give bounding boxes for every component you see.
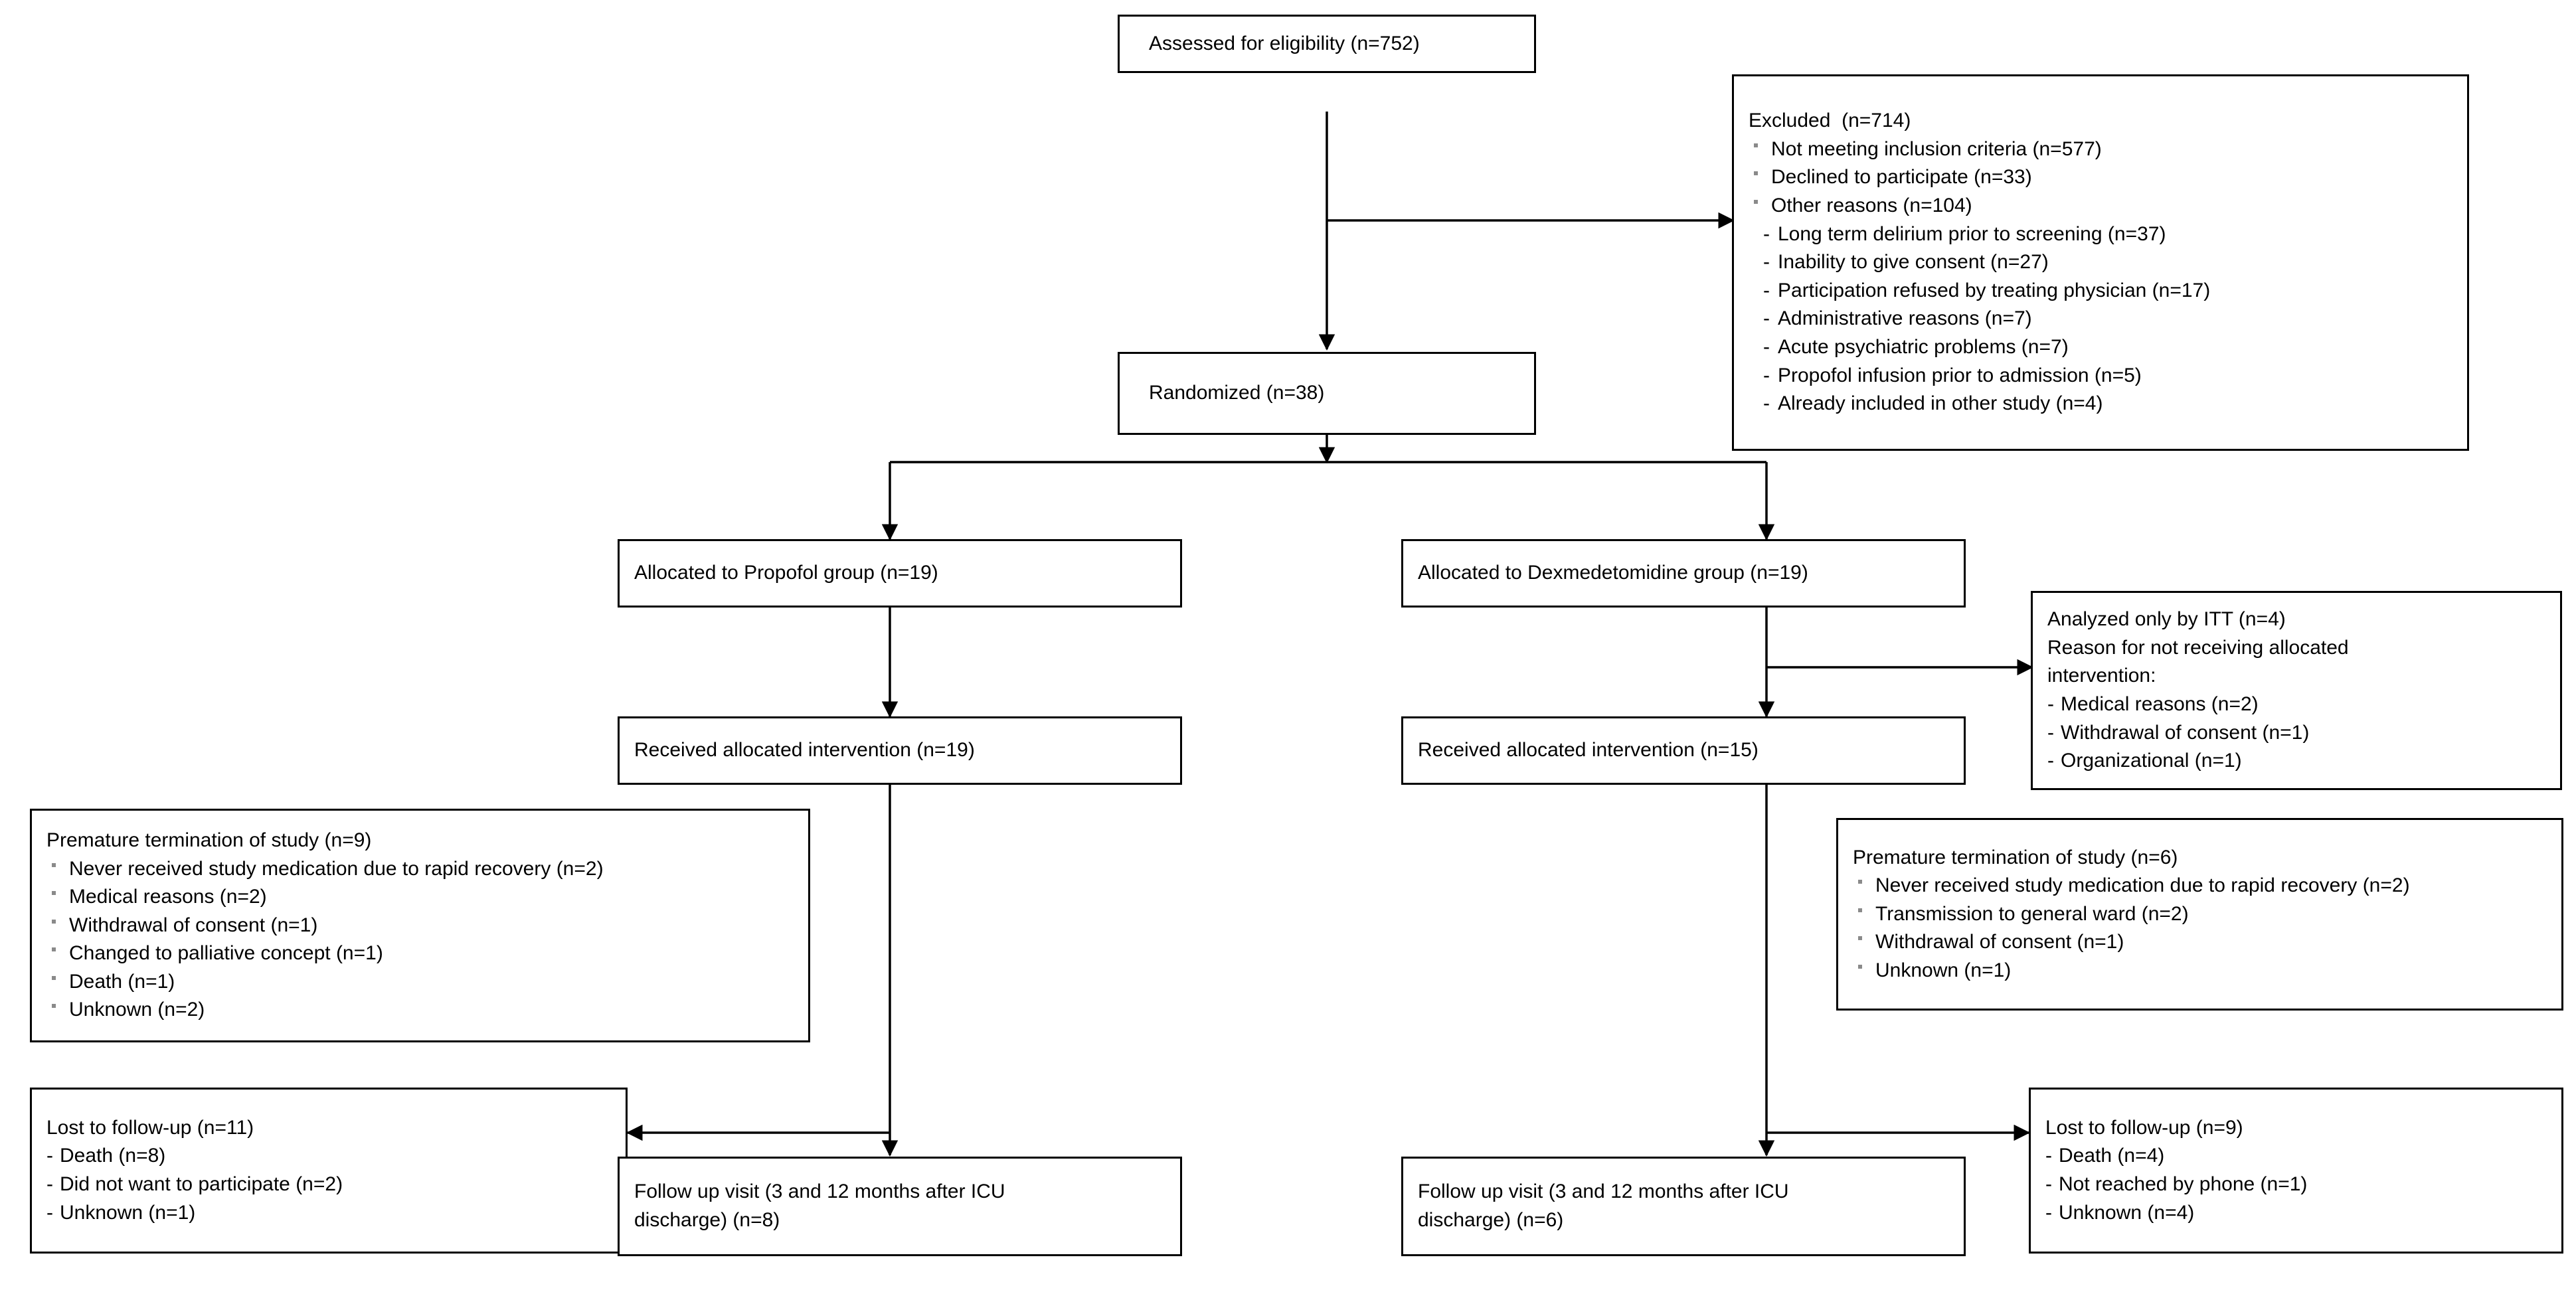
text-line: discharge) (n=6) — [1418, 1209, 1564, 1231]
node-randomized-title: Randomized (n=38) — [1149, 382, 1325, 404]
list-item: Organizational (n=1) — [2047, 747, 2545, 775]
node-premature-termination-propofol-title: Premature termination of study (n=9) — [46, 829, 372, 851]
list-item: Declined to participate (n=33) — [1749, 163, 2452, 192]
node-premature-termination-propofol[interactable]: Premature termination of study (n=9) Nev… — [30, 809, 810, 1042]
node-followup-visit-dexmedetomidine-body: Follow up visit (3 and 12 months after I… — [1403, 1178, 1964, 1234]
node-premature-termination-dexmedetomidine-title: Premature termination of study (n=6) — [1853, 846, 2178, 868]
node-premature-termination-dexmedetomidine-list: Never received study medication due to r… — [1853, 872, 2547, 985]
node-allocated-propofol[interactable]: Allocated to Propofol group (n=19) — [618, 539, 1182, 608]
list-item: Long term delirium prior to screening (n… — [1749, 220, 2452, 249]
list-item: Not meeting inclusion criteria (n=577) — [1749, 135, 2452, 164]
list-item: Never received study medication due to r… — [46, 855, 794, 884]
node-allocated-dexmedetomidine-title: Allocated to Dexmedetomidine group (n=19… — [1418, 562, 1808, 584]
node-analyzed-by-itt-lines: Analyzed only by ITT (n=4) Reason for not… — [2047, 606, 2545, 691]
list-item: Did not want to participate (n=2) — [46, 1171, 611, 1199]
node-received-intervention-propofol-body: Received allocated intervention (n=19) — [620, 736, 1180, 765]
list-item: Other reasons (n=104) — [1749, 192, 2452, 220]
node-lost-to-followup-dexmedetomidine-title: Lost to follow-up (n=9) — [2045, 1116, 2243, 1139]
node-allocated-propofol-title: Allocated to Propofol group (n=19) — [634, 562, 938, 584]
node-premature-termination-propofol-body: Premature termination of study (n=9) Nev… — [32, 827, 808, 1024]
list-item: Withdrawal of consent (n=1) — [46, 912, 794, 940]
text-line: Analyzed only by ITT (n=4) — [2047, 608, 2286, 631]
node-analyzed-by-itt-body: Analyzed only by ITT (n=4) Reason for not… — [2033, 606, 2560, 775]
node-lost-to-followup-propofol-list: Death (n=8)Did not want to participate (… — [46, 1142, 611, 1227]
node-analyzed-by-itt[interactable]: Analyzed only by ITT (n=4) Reason for not… — [2031, 591, 2562, 790]
node-premature-termination-propofol-list: Never received study medication due to r… — [46, 855, 794, 1025]
list-item: Propofol infusion prior to admission (n=… — [1749, 362, 2452, 390]
list-item: Withdrawal of consent (n=1) — [2047, 719, 2545, 748]
list-item: Medical reasons (n=2) — [46, 883, 794, 912]
node-lost-to-followup-propofol-body: Lost to follow-up (n=11) Death (n=8)Did … — [32, 1114, 626, 1227]
list-item: Withdrawal of consent (n=1) — [1853, 928, 2547, 957]
node-allocated-dexmedetomidine[interactable]: Allocated to Dexmedetomidine group (n=19… — [1401, 539, 1966, 608]
node-lost-to-followup-propofol-title: Lost to follow-up (n=11) — [46, 1116, 254, 1139]
text-line: intervention: — [2047, 665, 2156, 687]
node-received-intervention-dexmedetomidine[interactable]: Received allocated intervention (n=15) — [1401, 716, 1966, 785]
node-received-intervention-propofol[interactable]: Received allocated intervention (n=19) — [618, 716, 1182, 785]
node-lost-to-followup-dexmedetomidine[interactable]: Lost to follow-up (n=9) Death (n=4)Not r… — [2029, 1088, 2563, 1254]
list-item: Medical reasons (n=2) — [2047, 691, 2545, 719]
node-analyzed-by-itt-list: Medical reasons (n=2)Withdrawal of conse… — [2047, 691, 2545, 775]
node-assessed-title: Assessed for eligibility (n=752) — [1149, 32, 1420, 54]
list-item: Transmission to general ward (n=2) — [1853, 900, 2547, 929]
list-item: Administrative reasons (n=7) — [1749, 305, 2452, 333]
node-excluded-title: Excluded (n=714) — [1749, 110, 1911, 132]
node-randomized[interactable]: Randomized (n=38) — [1118, 352, 1536, 435]
node-excluded-list: Not meeting inclusion criteria (n=577)De… — [1749, 135, 2452, 418]
node-excluded[interactable]: Excluded (n=714) Not meeting inclusion c… — [1732, 74, 2469, 451]
text-line: Follow up visit (3 and 12 months after I… — [634, 1180, 1005, 1203]
list-item: Unknown (n=1) — [1853, 957, 2547, 985]
node-followup-visit-propofol-body: Follow up visit (3 and 12 months after I… — [620, 1178, 1180, 1234]
node-received-intervention-propofol-title: Received allocated intervention (n=19) — [634, 739, 975, 762]
node-followup-visit-propofol-lines: Follow up visit (3 and 12 months after I… — [634, 1178, 1165, 1234]
node-premature-termination-dexmedetomidine[interactable]: Premature termination of study (n=6) Nev… — [1836, 818, 2563, 1011]
node-followup-visit-dexmedetomidine[interactable]: Follow up visit (3 and 12 months after I… — [1401, 1157, 1966, 1256]
text-line: Follow up visit (3 and 12 months after I… — [1418, 1180, 1789, 1203]
list-item: Death (n=8) — [46, 1142, 611, 1171]
list-item: Participation refused by treating physic… — [1749, 277, 2452, 305]
node-allocated-dexmedetomidine-body: Allocated to Dexmedetomidine group (n=19… — [1403, 559, 1964, 588]
node-lost-to-followup-propofol[interactable]: Lost to follow-up (n=11) Death (n=8)Did … — [30, 1088, 628, 1254]
list-item: Death (n=4) — [2045, 1142, 2547, 1171]
node-assessed-for-eligibility[interactable]: Assessed for eligibility (n=752) — [1118, 15, 1536, 73]
node-followup-visit-dexmedetomidine-lines: Follow up visit (3 and 12 months after I… — [1418, 1178, 1949, 1234]
list-item: Inability to give consent (n=27) — [1749, 248, 2452, 277]
list-item: Unknown (n=4) — [2045, 1199, 2547, 1228]
node-lost-to-followup-dexmedetomidine-list: Death (n=4)Not reached by phone (n=1)Unk… — [2045, 1142, 2547, 1227]
node-lost-to-followup-dexmedetomidine-body: Lost to follow-up (n=9) Death (n=4)Not r… — [2031, 1114, 2561, 1227]
list-item: Death (n=1) — [46, 968, 794, 997]
list-item: Changed to palliative concept (n=1) — [46, 939, 794, 968]
list-item: Unknown (n=2) — [46, 996, 794, 1024]
node-followup-visit-propofol[interactable]: Follow up visit (3 and 12 months after I… — [618, 1157, 1182, 1256]
text-line: Reason for not receiving allocated — [2047, 636, 2349, 659]
text-line: discharge) (n=8) — [634, 1209, 780, 1231]
list-item: Never received study medication due to r… — [1853, 872, 2547, 900]
node-assessed-body: Assessed for eligibility (n=752) — [1120, 30, 1534, 58]
node-received-intervention-dexmedetomidine-title: Received allocated intervention (n=15) — [1418, 739, 1759, 762]
list-item: Not reached by phone (n=1) — [2045, 1171, 2547, 1199]
node-received-intervention-dexmedetomidine-body: Received allocated intervention (n=15) — [1403, 736, 1964, 765]
node-premature-termination-dexmedetomidine-body: Premature termination of study (n=6) Nev… — [1838, 844, 2561, 985]
list-item: Already included in other study (n=4) — [1749, 390, 2452, 418]
list-item: Unknown (n=1) — [46, 1199, 611, 1228]
list-item: Acute psychiatric problems (n=7) — [1749, 333, 2452, 362]
node-excluded-body: Excluded (n=714) Not meeting inclusion c… — [1734, 107, 2467, 418]
node-allocated-propofol-body: Allocated to Propofol group (n=19) — [620, 559, 1180, 588]
node-randomized-body: Randomized (n=38) — [1120, 379, 1534, 408]
